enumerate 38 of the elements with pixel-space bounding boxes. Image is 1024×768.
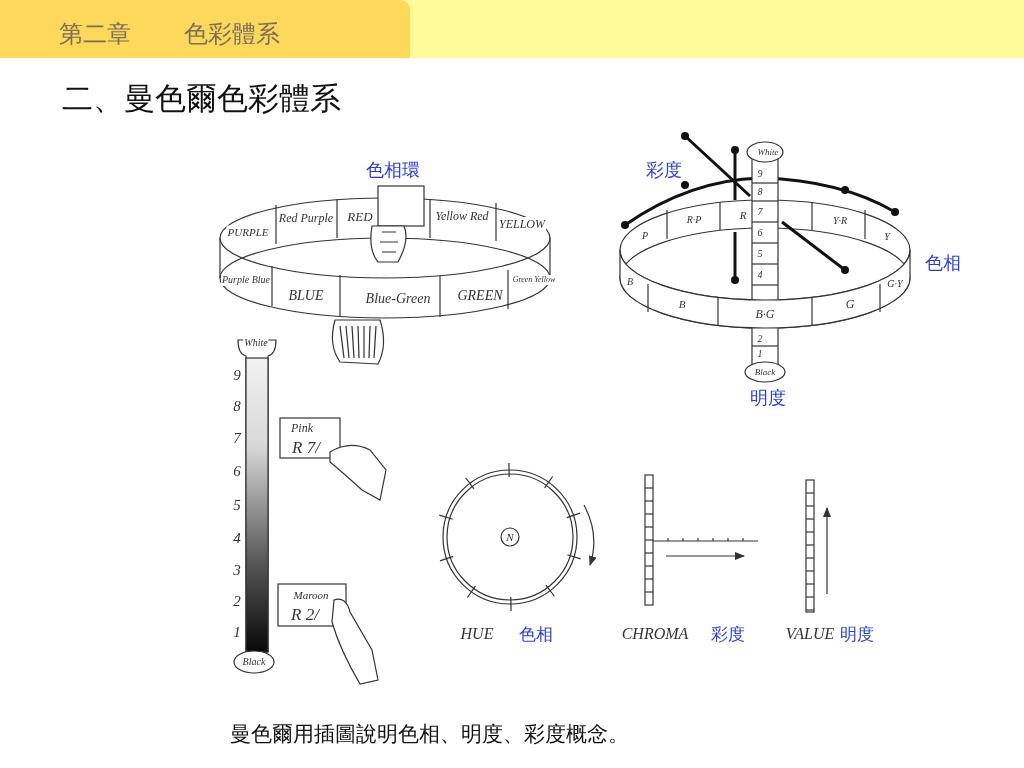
band-segment-label: Y xyxy=(883,231,891,243)
band-segment-label: Y·R xyxy=(831,215,849,227)
band-segment-label: PURPLE xyxy=(226,225,270,239)
scale-end-label: Black xyxy=(753,366,777,378)
card-label: Pink xyxy=(290,421,314,435)
band-segment-label: G xyxy=(844,297,856,311)
scale-end-label: White xyxy=(243,337,269,349)
caption: 曼色爾用插圖說明色相、明度、彩度概念。 xyxy=(230,721,629,748)
band-segment-label: B xyxy=(625,276,635,288)
diagram-label: 明度 xyxy=(750,389,786,407)
band-segment-label: R·P xyxy=(685,214,703,226)
diagram-label: 色相環 xyxy=(366,161,420,179)
axis-label: 明度 xyxy=(840,625,874,643)
scale-number: 8 xyxy=(756,186,764,198)
band-segment-label: P xyxy=(640,230,650,242)
axis-label: 色相 xyxy=(519,625,553,643)
scale-number: 9 xyxy=(756,168,764,180)
band-segment-label: Green Yellow xyxy=(511,275,557,285)
header-text: 第二章 xyxy=(59,22,131,46)
band-segment-label: Red Purple xyxy=(277,211,335,225)
scale-number: 6 xyxy=(756,227,764,239)
header-text: 色彩體系 xyxy=(184,22,280,46)
diagram-label: 彩度 xyxy=(646,161,682,179)
section-title: 二、曼色爾色彩體系 xyxy=(62,79,341,118)
axis-label: 彩度 xyxy=(711,625,745,643)
scale-number: 7 xyxy=(756,206,764,218)
scale-end-label: White xyxy=(756,146,780,158)
scale-end-label: Black xyxy=(241,656,267,668)
scale-number: 4 xyxy=(756,269,764,281)
band-segment-label: Yellow Red xyxy=(434,209,490,223)
band-segment-label: Purple Blue xyxy=(221,274,271,286)
band-segment-label: G·Y xyxy=(886,278,904,290)
scale-number: 5 xyxy=(756,248,764,260)
band-segment-label: YELLOW xyxy=(498,217,546,231)
diagram-label: 色相 xyxy=(925,254,961,272)
band-segment-label: B·G xyxy=(754,307,776,321)
scale-number: 2 xyxy=(756,333,764,345)
scale-number: 1 xyxy=(756,348,764,360)
